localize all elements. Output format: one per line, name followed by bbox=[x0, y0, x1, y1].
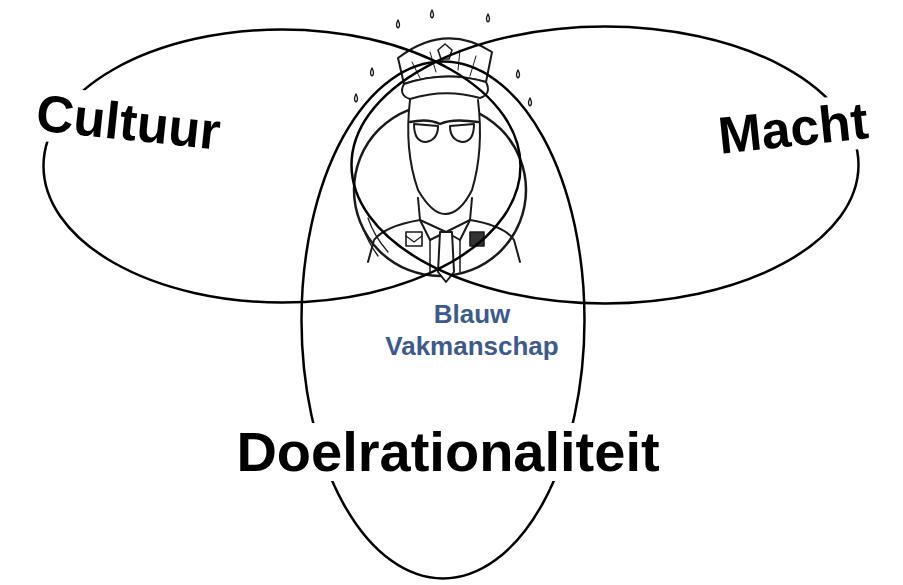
venn-ellipse: Macht bbox=[350, 25, 860, 305]
ellipse-outline bbox=[350, 25, 860, 305]
set-label: Macht bbox=[711, 93, 874, 164]
intersection-label: Blauw Vakmanschap bbox=[385, 298, 558, 363]
venn-ellipse: Cultuur bbox=[42, 28, 522, 304]
set-label: Doelrationaliteit bbox=[232, 423, 663, 482]
set-label: Cultuur bbox=[29, 85, 226, 159]
ellipse-outline bbox=[42, 28, 522, 304]
